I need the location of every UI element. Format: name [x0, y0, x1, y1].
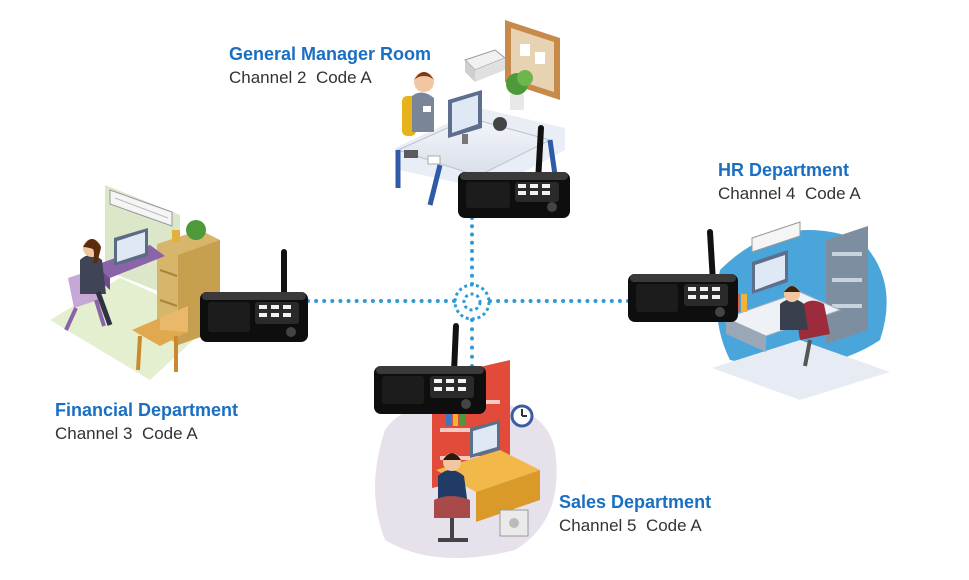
link-dot: [411, 299, 416, 303]
link-dot: [470, 336, 474, 341]
link-dot: [593, 299, 598, 303]
station-channel-code: Channel 5 Code A: [559, 516, 702, 535]
link-dot: [395, 299, 400, 303]
link-dot: [470, 265, 474, 270]
station-label-sales: Sales Department Channel 5 Code A: [559, 490, 711, 538]
link-dot: [470, 232, 474, 237]
network-hub-icon: [453, 283, 491, 321]
station-title: Financial Department: [55, 400, 239, 420]
station-channel-code: Channel 3 Code A: [55, 424, 198, 443]
station-label-general-manager: General Manager Room Channel 2 Code A: [229, 42, 431, 90]
link-dot: [504, 299, 509, 303]
intercom-device: [458, 125, 570, 218]
link-to-hr: [488, 299, 630, 303]
link-dot: [601, 299, 606, 303]
link-dot: [520, 299, 525, 303]
intercom-device: [628, 229, 738, 322]
station-title: HR Department: [718, 160, 850, 180]
link-dot: [470, 354, 474, 359]
link-dot: [314, 299, 319, 303]
link-dot: [354, 299, 359, 303]
link-dot: [470, 224, 474, 229]
link-dot: [443, 299, 448, 303]
general-manager-office-illustration: [395, 20, 570, 218]
station-channel-code: Channel 4 Code A: [718, 184, 861, 203]
link-dot: [609, 299, 614, 303]
station-title: Sales Department: [559, 492, 712, 512]
link-dot: [379, 299, 383, 303]
link-dot: [370, 299, 375, 303]
link-dot: [470, 240, 474, 245]
link-dot: [552, 299, 557, 303]
link-dot: [617, 299, 622, 303]
link-dot: [470, 257, 474, 262]
link-dot: [427, 299, 432, 303]
link-dot: [330, 299, 335, 303]
link-to-financial: [306, 299, 456, 303]
link-dot: [419, 299, 424, 303]
link-dot: [470, 327, 474, 332]
station-title: General Manager Room: [229, 44, 432, 64]
link-to-sales: [470, 318, 474, 368]
link-to-general-manager: [470, 216, 474, 286]
link-dot: [338, 299, 343, 303]
link-dot: [561, 299, 566, 303]
link-dot: [544, 299, 549, 303]
financial-department-illustration: [50, 185, 308, 380]
station-label-financial: Financial Department Channel 3 Code A: [55, 398, 238, 446]
network-links: [306, 216, 630, 368]
intercom-device: [200, 249, 308, 342]
link-dot: [470, 249, 474, 253]
link-dot: [577, 299, 582, 303]
link-dot: [470, 345, 474, 350]
link-dot: [470, 273, 474, 278]
link-dot: [528, 299, 533, 303]
intercom-device: [374, 323, 486, 414]
hr-department-illustration: [628, 221, 890, 400]
link-dot: [346, 299, 351, 303]
station-label-hr: HR Department Channel 4 Code A: [718, 158, 861, 206]
link-dot: [362, 299, 367, 303]
link-dot: [512, 299, 517, 303]
link-dot: [536, 299, 541, 303]
link-dot: [322, 299, 327, 303]
link-dot: [569, 299, 574, 303]
link-dot: [435, 299, 440, 303]
link-dot: [585, 299, 590, 303]
link-dot: [387, 299, 392, 303]
link-dot: [403, 299, 408, 303]
station-channel-code: Channel 2 Code A: [229, 68, 372, 87]
sales-department-illustration: [374, 323, 557, 558]
link-dot: [496, 299, 501, 303]
